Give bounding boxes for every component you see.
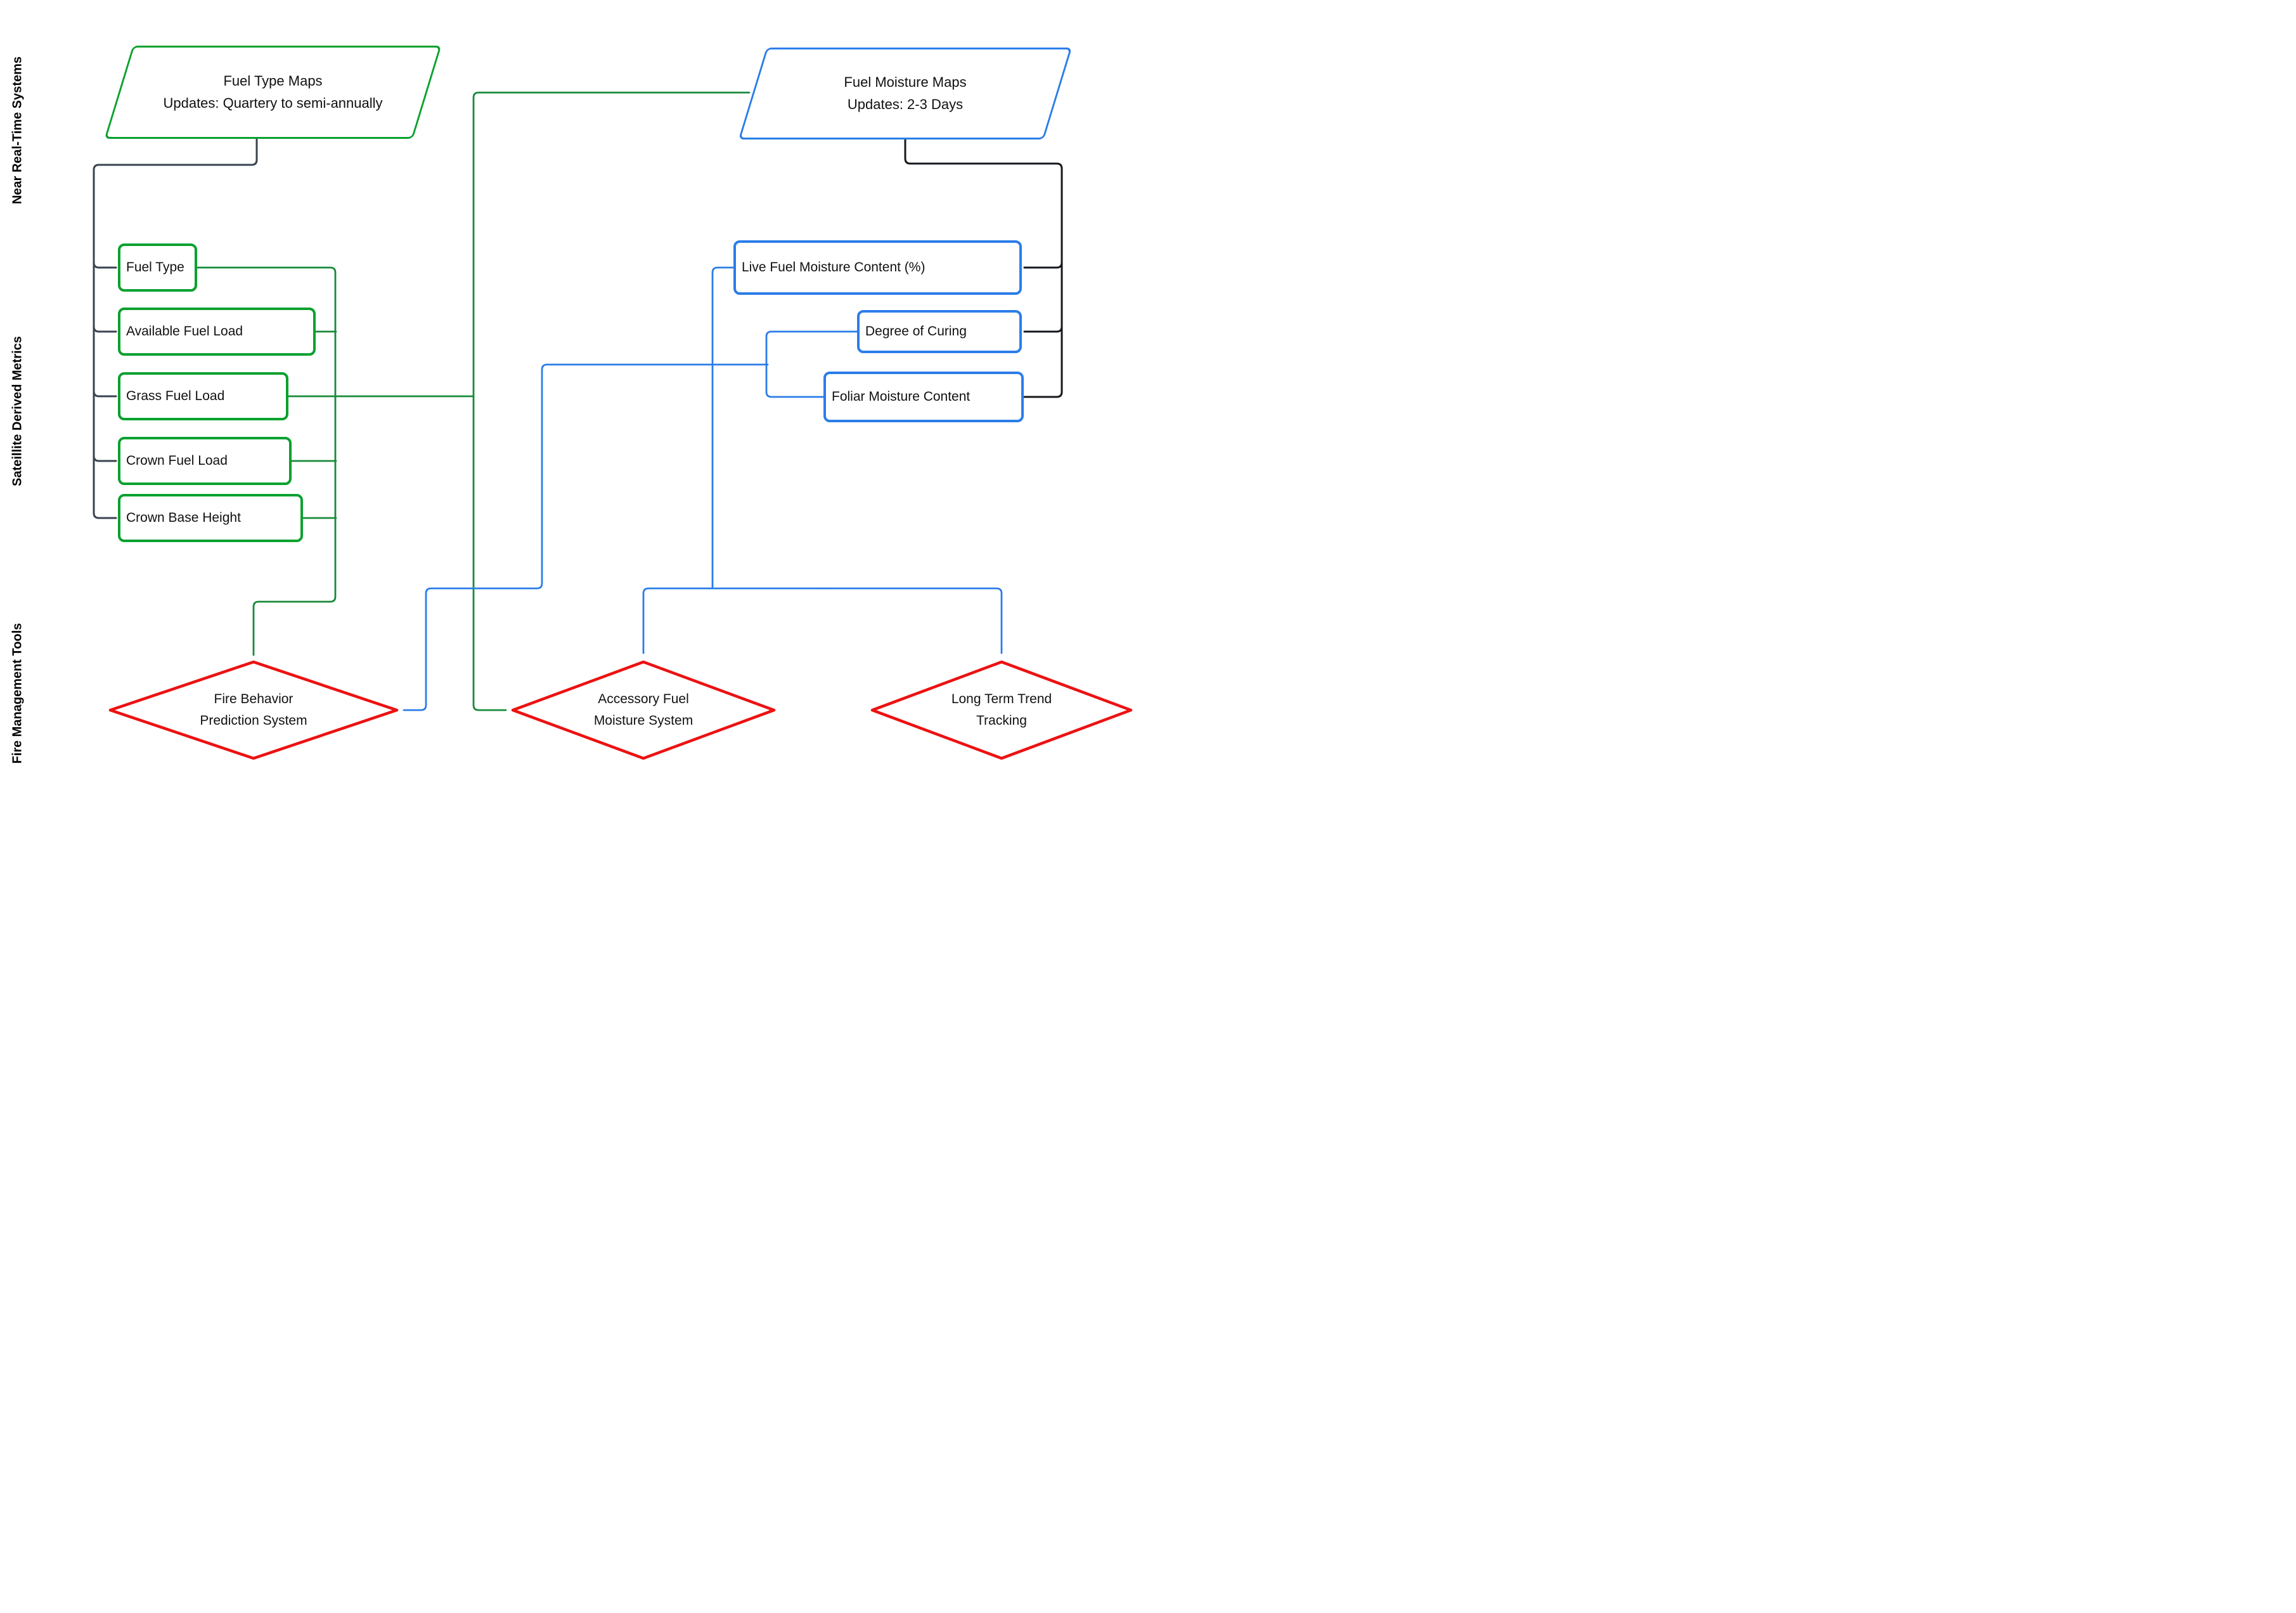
edge-merged-moisture-to-fbps: [403, 363, 769, 711]
fuel-moisture-maps-text: Fuel Moisture Maps Updates: 2-3 Days: [738, 48, 1073, 139]
node-crown-fuel-load: Crown Fuel Load: [118, 437, 292, 485]
flowchart-canvas: Near Real-Time Systems Sateillite Derive…: [0, 0, 1148, 806]
edge-foliar-moisture-exit: [765, 363, 825, 398]
edge-grass-to-accessory-system: [472, 395, 507, 711]
fuel-type-maps-text: Fuel Type Maps Updates: Quartery to semi…: [104, 46, 442, 139]
edge-live-fuel-moisture-exit: [711, 266, 735, 588]
accessory-diamond-shape: [511, 660, 776, 760]
foliar-moisture-content-label: Foliar Moisture Content: [832, 389, 971, 404]
fuel-moisture-maps-line2: Updates: 2-3 Days: [847, 96, 964, 112]
edge-arrow-grass-fuel-load: [93, 390, 117, 398]
node-foliar-moisture-content: Foliar Moisture Content: [823, 372, 1024, 422]
edge-blue-bus-to-accessory: [642, 587, 825, 654]
node-fuel-type-maps: Fuel Type Maps Updates: Quartery to semi…: [104, 46, 442, 139]
long-term-diamond-shape: [870, 660, 1133, 760]
node-fuel-type: Fuel Type: [118, 243, 197, 292]
node-long-term-trend-tracking: Long Term Trend Tracking: [870, 659, 1133, 761]
edge-green-bus-to-fbps: [196, 266, 337, 656]
edge-arrow-live-fuel-moisture: [1023, 261, 1063, 269]
fbps-diamond-shape: [108, 660, 399, 760]
grass-fuel-load-label: Grass Fuel Load: [126, 389, 225, 403]
fbps-line1: Fire Behavior: [214, 692, 293, 707]
edge-blue-bus-to-long-term: [823, 587, 1003, 654]
edge-fuel-type-maps-trunk: [93, 138, 258, 519]
node-live-fuel-moisture-content: Live Fuel Moisture Content (%): [733, 240, 1022, 295]
long-term-line1: Long Term Trend: [951, 692, 1052, 707]
fbps-line2: Prediction System: [200, 713, 307, 728]
edge-arrow-available-fuel-load: [93, 325, 117, 333]
edge-arrow-fuel-type: [93, 261, 117, 269]
section-label-sateillite-derived-metrics: Sateillite Derived Metrics: [10, 336, 25, 486]
crown-base-height-label: Crown Base Height: [126, 510, 241, 525]
crown-fuel-load-label: Crown Fuel Load: [126, 453, 228, 468]
node-fire-behavior-prediction-system: Fire Behavior Prediction System: [108, 659, 399, 761]
section-label-fire-management-tools: Fire Management Tools: [10, 623, 25, 764]
node-fuel-moisture-maps: Fuel Moisture Maps Updates: 2-3 Days: [738, 48, 1073, 139]
section-label-near-real-time-systems: Near Real-Time Systems: [10, 56, 25, 205]
fuel-type-maps-line2: Updates: Quartery to semi-annually: [163, 94, 383, 111]
long-term-text: Long Term Trend Tracking: [870, 659, 1133, 761]
degree-of-curing-label: Degree of Curing: [865, 324, 967, 339]
fbps-text: Fire Behavior Prediction System: [108, 659, 399, 761]
node-crown-base-height: Crown Base Height: [118, 494, 303, 542]
fuel-type-label: Fuel Type: [126, 260, 184, 275]
node-grass-fuel-load: Grass Fuel Load: [118, 372, 288, 420]
edge-arrow-crown-fuel-load: [93, 455, 117, 462]
accessory-line2: Moisture System: [593, 713, 693, 728]
edge-degree-of-curing-exit: [765, 330, 858, 366]
fuel-moisture-maps-line1: Fuel Moisture Maps: [844, 74, 967, 91]
accessory-line1: Accessory Fuel: [598, 692, 689, 707]
node-available-fuel-load: Available Fuel Load: [118, 308, 316, 356]
edge-fuel-moisture-maps-trunk: [904, 138, 1063, 398]
node-accessory-fuel-moisture-system: Accessory Fuel Moisture System: [510, 659, 777, 761]
node-degree-of-curing: Degree of Curing: [857, 310, 1022, 353]
fuel-type-maps-line1: Fuel Type Maps: [223, 73, 323, 89]
accessory-text: Accessory Fuel Moisture System: [510, 659, 777, 761]
connector-layer: [93, 91, 1063, 711]
long-term-line2: Tracking: [976, 713, 1027, 728]
edge-arrow-degree-of-curing: [1023, 325, 1063, 333]
live-fuel-moisture-content-label: Live Fuel Moisture Content (%): [742, 260, 925, 275]
available-fuel-load-label: Available Fuel Load: [126, 324, 243, 339]
edge-grass-to-fuel-moisture-maps: [472, 91, 751, 398]
